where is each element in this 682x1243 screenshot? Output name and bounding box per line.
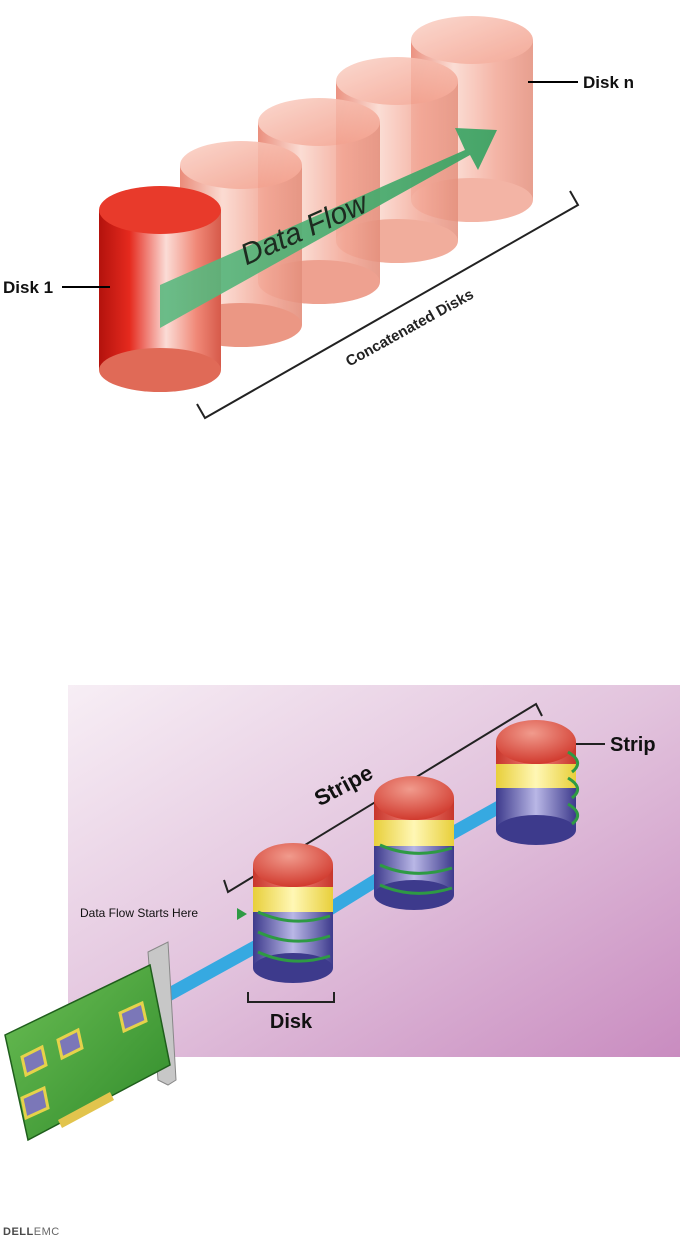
disk-1-label: Disk 1: [3, 278, 53, 297]
stripe-disk-middle: [374, 776, 454, 910]
disk-label: Disk: [270, 1011, 313, 1033]
brand-dell: DELL: [3, 1226, 34, 1238]
concatenated-disks-diagram: Data Flow Disk 1 Disk n Concatenated Dis…: [3, 16, 634, 420]
concatenated-bracket: [196, 190, 580, 420]
start-arrow-icon: [237, 908, 247, 920]
stripe-disk-front: [253, 843, 333, 983]
stripe-disk-back: [496, 720, 580, 845]
disk-bracket: [247, 992, 335, 1003]
striped-disks-diagram: Stripe: [4, 685, 680, 1142]
raid-controller-card: [4, 941, 177, 1142]
dell-emc-logo: DELL EMC: [3, 1226, 60, 1242]
data-flow-start-label: Data Flow Starts Here: [80, 906, 198, 920]
disk-n-label: Disk n: [583, 73, 634, 92]
brand-emc: EMC: [33, 1226, 60, 1238]
strip-label: Strip: [610, 734, 656, 756]
